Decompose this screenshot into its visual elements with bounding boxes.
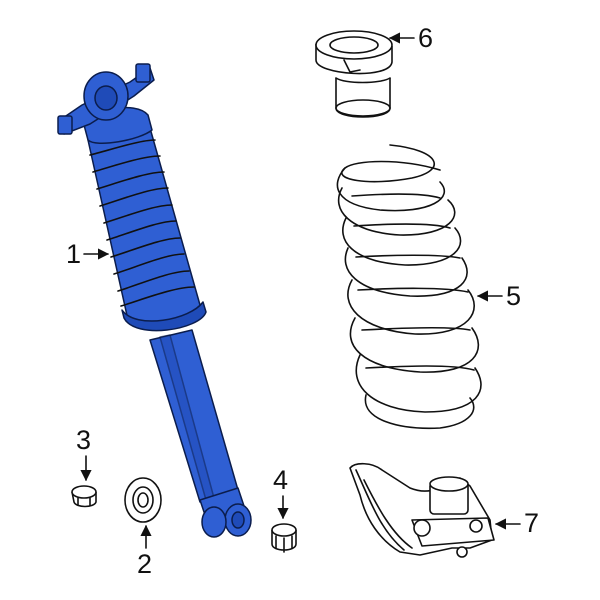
callout-4: 4	[273, 465, 289, 520]
washer[interactable]	[124, 477, 162, 523]
callout-7: 7	[494, 508, 539, 538]
callout-number-7: 7	[524, 508, 539, 538]
upper-mount	[57, 63, 155, 135]
spring-lower-seat[interactable]	[349, 462, 495, 558]
callout-number-3: 3	[76, 425, 91, 455]
callout-number-5: 5	[506, 281, 521, 311]
callout-number-4: 4	[273, 465, 288, 495]
spring-upper-insulator[interactable]	[315, 30, 393, 118]
callout-number-1: 1	[66, 239, 81, 269]
coil-spring[interactable]	[336, 144, 482, 430]
callout-3: 3	[76, 425, 92, 482]
shock-absorber[interactable]	[57, 63, 252, 538]
callout-5: 5	[476, 281, 521, 311]
callout-1: 1	[66, 239, 110, 269]
bellows-ribs	[89, 139, 195, 307]
callout-number-2: 2	[137, 549, 152, 579]
callout-2: 2	[137, 524, 152, 579]
callout-6: 6	[388, 23, 433, 53]
callout-number-6: 6	[418, 23, 433, 53]
nut[interactable]	[71, 485, 97, 508]
lower-mount-eye	[199, 487, 252, 538]
bolt[interactable]	[271, 523, 297, 553]
